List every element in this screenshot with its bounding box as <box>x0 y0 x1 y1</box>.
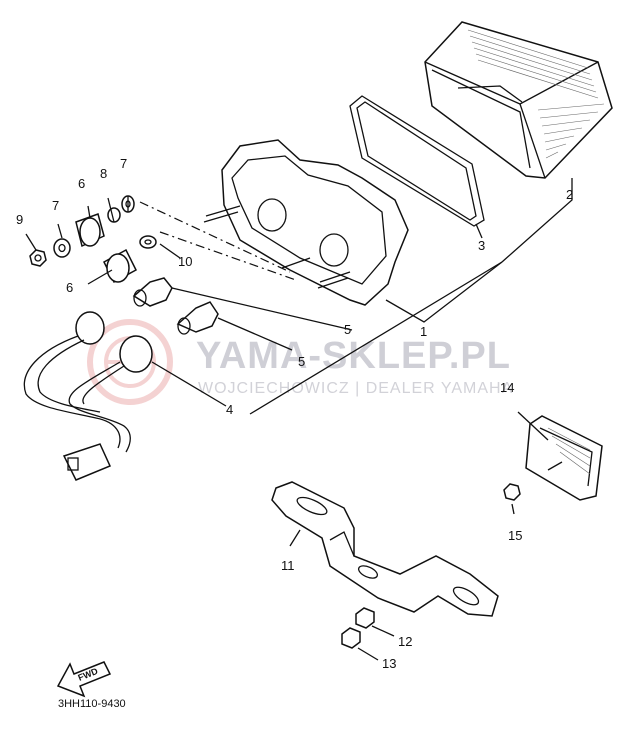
callout-5-lower: 5 <box>298 354 305 369</box>
license-light-part <box>525 415 603 501</box>
nut-15-part <box>503 483 521 501</box>
callout-11: 11 <box>281 558 295 573</box>
callout-7-right: 7 <box>120 156 127 171</box>
callout-9: 9 <box>16 212 23 227</box>
watermark-subtitle: WOJCIECHOWICZ | DEALER YAMAHA <box>198 380 513 397</box>
leader-lines <box>25 178 573 661</box>
tail-lens-part <box>424 21 613 179</box>
grommet-6-lower-part <box>103 248 137 284</box>
callout-4: 4 <box>226 402 233 417</box>
assembly-centerlines <box>139 201 297 281</box>
part-callouts: 1 2 3 4 5 5 6 6 7 7 8 9 10 11 12 13 14 1… <box>16 156 573 671</box>
washer-10-part <box>139 235 157 249</box>
bulb-5-upper-part <box>132 277 173 307</box>
tail-light-housing-part <box>203 139 409 306</box>
washer-7-left-part <box>53 238 71 258</box>
callout-15: 15 <box>508 528 522 543</box>
watermark-title: YAMA-SKLEP.PL <box>196 335 511 377</box>
callout-5-upper: 5 <box>344 322 351 337</box>
callout-1: 1 <box>420 324 427 339</box>
license-bracket-part <box>271 481 499 617</box>
grommet-6-upper-part <box>75 213 105 248</box>
callout-12: 12 <box>398 634 412 649</box>
bolt-13-part <box>341 627 361 649</box>
socket-cord-part <box>23 311 153 481</box>
diagram-code: 3HH110-9430 <box>58 698 126 710</box>
callout-7-left: 7 <box>52 198 59 213</box>
bulb-5-lower-part <box>176 301 219 335</box>
callout-6-lower: 6 <box>66 280 73 295</box>
nut-12-part <box>355 607 375 629</box>
nut-9-part <box>29 249 47 267</box>
callout-2: 2 <box>566 187 573 202</box>
callout-6-upper: 6 <box>78 176 85 191</box>
callout-10: 10 <box>178 254 192 269</box>
callout-8: 8 <box>100 166 107 181</box>
watermark: YAMA-SKLEP.PL WOJCIECHOWICZ | DEALER YAM… <box>87 319 513 405</box>
fwd-arrow-icon: FWD <box>56 661 112 698</box>
callout-14: 14 <box>500 380 514 395</box>
lens-gasket-part <box>349 95 485 227</box>
callout-3: 3 <box>478 238 485 253</box>
callout-13: 13 <box>382 656 396 671</box>
